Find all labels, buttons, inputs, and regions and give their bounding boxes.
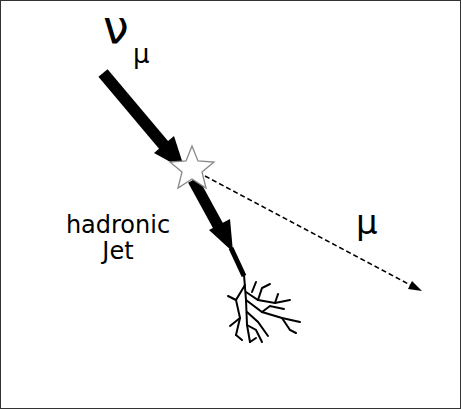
hadronic-shower [228, 275, 300, 342]
subscript: μ [133, 40, 150, 69]
jet-trunk [231, 248, 244, 276]
muon-arrow-head [408, 281, 422, 291]
muon-track [205, 176, 414, 287]
neutrino-arrow-shaft [103, 73, 167, 149]
particle-symbol: μ [356, 204, 378, 241]
jet-arrow-head [209, 219, 233, 252]
particle-symbol: ν [103, 2, 129, 53]
interaction-vertex-star [170, 146, 214, 188]
jet-label: hadronic Jet [56, 212, 180, 265]
jet-arrow-shaft [193, 180, 222, 233]
